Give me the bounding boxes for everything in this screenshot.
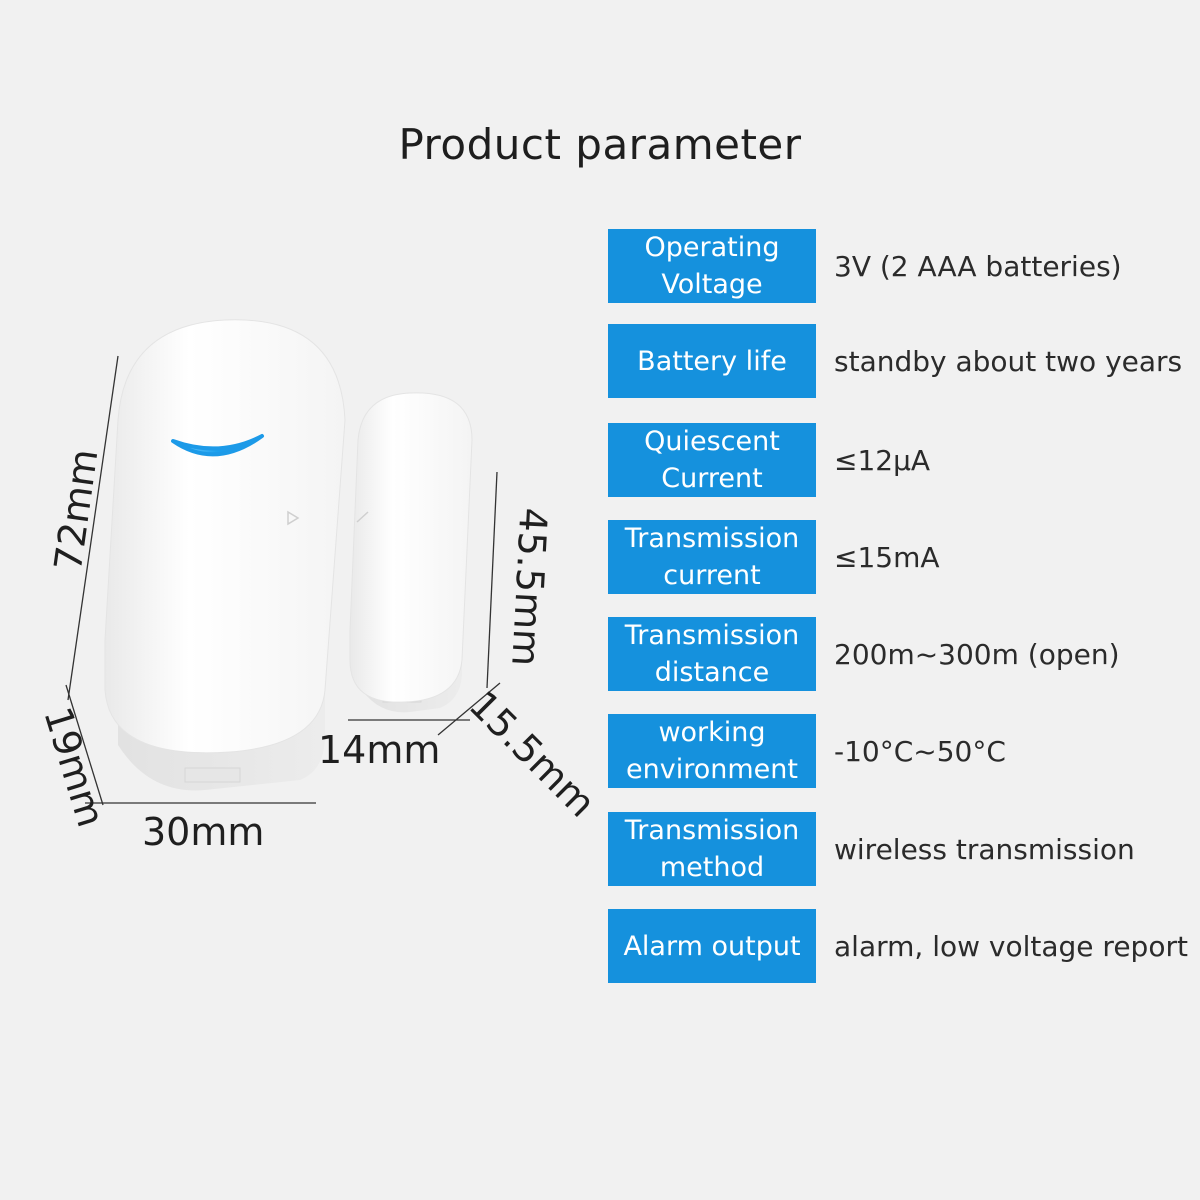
parameter-label: Operating Voltage [608,229,816,303]
parameter-label: Alarm output [608,909,816,983]
sensor-bottom-slot [184,767,241,783]
parameter-row: Transmission distance 200m~300m (open) [608,617,1200,691]
parameter-value: alarm, low voltage report [834,929,1188,963]
parameter-row: Transmission current ≤15mA [608,520,1200,594]
parameter-label: working environment [608,714,816,788]
magnet-body [349,392,473,703]
indicator-light-icon [171,434,264,457]
magnet-mark-icon [356,511,369,523]
alignment-mark-icon [287,510,300,526]
parameter-row: Quiescent Current ≤12μA [608,423,1200,497]
parameter-value: wireless transmission [834,832,1135,866]
parameter-label: Transmission distance [608,617,816,691]
dimension-magnet-height: 45.5mm [503,506,556,668]
parameter-value: 200m~300m (open) [834,637,1120,671]
door-sensor-drawing [65,319,501,806]
page-title: Product parameter [398,120,802,169]
parameter-value: ≤12μA [834,443,931,477]
parameter-row: working environment -10°C~50°C [608,714,1200,788]
parameter-label: Battery life [608,324,816,398]
parameter-row: Battery life standby about two years [608,324,1200,398]
dimension-lines [65,355,501,806]
parameter-row: Operating Voltage 3V (2 AAA batteries) [608,229,1200,303]
dimension-magnet-width: 14mm [318,728,441,772]
parameter-label: Quiescent Current [608,423,816,497]
parameter-row: Alarm output alarm, low voltage report [608,909,1200,983]
parameter-label: Transmission method [608,812,816,886]
parameter-value: -10°C~50°C [834,734,1006,768]
parameter-value: standby about two years [834,344,1183,378]
parameter-label: Transmission current [608,520,816,594]
parameter-value: ≤15mA [834,540,940,574]
parameter-row: Transmission method wireless transmissio… [608,812,1200,886]
parameter-value: 3V (2 AAA batteries) [834,249,1122,283]
dimension-sensor-width: 30mm [142,810,265,854]
sensor-body [104,319,346,754]
